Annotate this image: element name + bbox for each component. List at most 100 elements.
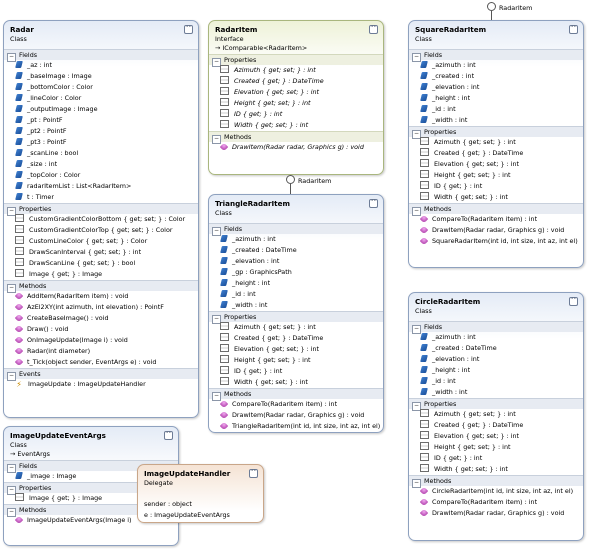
section-toggle-icon[interactable]: −	[7, 464, 16, 473]
field-member[interactable]: _pt3 : PointF	[4, 137, 198, 148]
field-member[interactable]: _pt : PointF	[4, 115, 198, 126]
property-member[interactable]: Azimuth { get; set; } : int	[209, 65, 383, 76]
property-member[interactable]: Azimuth { get; set; } : int	[209, 322, 383, 333]
section-header-fields[interactable]: −Fields	[4, 460, 178, 473]
section-header-properties[interactable]: −Properties	[409, 126, 583, 139]
field-member[interactable]: _bottomColor : Color	[4, 82, 198, 93]
property-member[interactable]: Elevation { get; set; } : int	[409, 431, 583, 442]
section-toggle-icon[interactable]: −	[212, 315, 221, 324]
property-member[interactable]: Created { get; } : DateTime	[209, 333, 383, 344]
collapse-chevron-icon[interactable]: ˄˄	[369, 199, 378, 208]
property-member[interactable]: Created { get; } : DateTime	[409, 420, 583, 431]
field-member[interactable]: _elevation : int	[409, 354, 583, 365]
method-member[interactable]: t_Tick(object sender, EventArgs e) : voi…	[4, 357, 198, 368]
section-header-methods[interactable]: −Methods	[4, 280, 198, 293]
field-member[interactable]: _width : int	[409, 115, 583, 126]
field-member[interactable]: _size : int	[4, 159, 198, 170]
property-member[interactable]: Image { get; } : Image	[4, 269, 198, 280]
property-member[interactable]: CustomLineColor { get; set; } : Color	[4, 236, 198, 247]
property-member[interactable]: ID { get; } : int	[209, 109, 383, 120]
event-member[interactable]: ⚡ImageUpdate : ImageUpdateHandler	[4, 379, 198, 390]
field-member[interactable]: _id : int	[209, 289, 383, 300]
property-member[interactable]: Azimuth { get; set; } : int	[409, 137, 583, 148]
property-member[interactable]: Width { get; set; } : int	[209, 120, 383, 131]
method-member[interactable]: CreateBaseImage() : void	[4, 313, 198, 324]
section-toggle-icon[interactable]: −	[412, 325, 421, 334]
method-member[interactable]: DrawItem(Radar radar, Graphics g) : void	[409, 508, 583, 519]
method-member[interactable]: DrawItem(Radar radar, Graphics g) : void	[209, 410, 383, 421]
collapse-chevron-icon[interactable]: ˄˄	[184, 25, 193, 34]
property-member[interactable]: ID { get; } : int	[409, 453, 583, 464]
field-member[interactable]: _width : int	[209, 300, 383, 311]
section-toggle-icon[interactable]: −	[212, 392, 221, 401]
section-header-methods[interactable]: −Methods	[4, 504, 178, 517]
method-member[interactable]: AzEl2XY(int azimuth, int elevation) : Po…	[4, 302, 198, 313]
method-member[interactable]: Draw() : void	[4, 324, 198, 335]
field-member[interactable]: _created : DateTime	[409, 343, 583, 354]
field-member[interactable]: _lineColor : Color	[4, 93, 198, 104]
section-toggle-icon[interactable]: −	[412, 207, 421, 216]
method-member[interactable]: DrawItem(Radar radar, Graphics g) : void	[409, 225, 583, 236]
property-member[interactable]: Width { get; set; } : int	[209, 377, 383, 388]
field-member[interactable]: _elevation : int	[409, 82, 583, 93]
section-header-methods[interactable]: −Methods	[209, 131, 383, 144]
collapse-chevron-icon[interactable]: ˄˄	[569, 25, 578, 34]
collapse-chevron-icon[interactable]: ˄˄	[164, 431, 173, 440]
field-member[interactable]: _azimuth : int	[409, 332, 583, 343]
method-member[interactable]: Radar(int diameter)	[4, 346, 198, 357]
property-member[interactable]: Height { get; set; } : int	[409, 442, 583, 453]
field-member[interactable]: _height : int	[409, 365, 583, 376]
field-member[interactable]: _elevation : int	[209, 256, 383, 267]
collapse-chevron-icon[interactable]: ˄˄	[249, 469, 258, 478]
property-member[interactable]: Height { get; set; } : int	[209, 355, 383, 366]
section-header-methods[interactable]: −Methods	[409, 475, 583, 488]
section-toggle-icon[interactable]: −	[212, 58, 221, 67]
property-member[interactable]: Elevation { get; set; } : int	[409, 159, 583, 170]
property-member[interactable]: Azimuth { get; set; } : int	[409, 409, 583, 420]
section-toggle-icon[interactable]: −	[7, 508, 16, 517]
property-member[interactable]: Elevation { get; set; } : int	[209, 344, 383, 355]
field-member[interactable]: _created : int	[409, 71, 583, 82]
field-member[interactable]: _azimuth : int	[209, 234, 383, 245]
section-toggle-icon[interactable]: −	[412, 479, 421, 488]
method-member[interactable]: CompareTo(RadarItem item) : int	[409, 497, 583, 508]
section-toggle-icon[interactable]: −	[412, 402, 421, 411]
property-member[interactable]: Height { get; set; } : int	[409, 170, 583, 181]
property-member[interactable]: ID { get; } : int	[409, 181, 583, 192]
section-header-methods[interactable]: −Methods	[209, 388, 383, 401]
section-toggle-icon[interactable]: −	[412, 130, 421, 139]
property-member[interactable]: Created { get; } : DateTime	[209, 76, 383, 87]
section-header-properties[interactable]: −Properties	[4, 203, 198, 216]
section-header-properties[interactable]: −Properties	[209, 311, 383, 324]
field-member[interactable]: _outputImage : Image	[4, 104, 198, 115]
property-member[interactable]: Created { get; } : DateTime	[409, 148, 583, 159]
section-header-fields[interactable]: −Fields	[409, 321, 583, 334]
method-member[interactable]: SquareRadarItem(int id, int size, int az…	[409, 236, 583, 247]
section-header-methods[interactable]: −Methods	[409, 203, 583, 216]
section-toggle-icon[interactable]: −	[7, 207, 16, 216]
property-member[interactable]: Width { get; set; } : int	[409, 192, 583, 203]
field-member[interactable]: _pt2 : PointF	[4, 126, 198, 137]
collapse-chevron-icon[interactable]: ˄˄	[369, 25, 378, 34]
field-member[interactable]: _height : int	[209, 278, 383, 289]
field-member[interactable]: _height : int	[409, 93, 583, 104]
property-member[interactable]: Image { get; } : Image	[4, 493, 178, 504]
field-member[interactable]: _width : int	[409, 387, 583, 398]
method-member[interactable]: DrawItem(Radar radar, Graphics g) : void	[209, 142, 383, 153]
property-member[interactable]: CustomGradientColorTop { get; set; } : C…	[4, 225, 198, 236]
method-member[interactable]: ImageUpdateEventArgs(Image i)	[4, 515, 178, 526]
section-header-fields[interactable]: −Fields	[409, 49, 583, 62]
field-member[interactable]: _id : int	[409, 376, 583, 387]
property-member[interactable]: Width { get; set; } : int	[409, 464, 583, 475]
section-toggle-icon[interactable]: −	[212, 135, 221, 144]
section-header-fields[interactable]: −Fields	[209, 223, 383, 236]
field-member[interactable]: _gp : GraphicsPath	[209, 267, 383, 278]
field-member[interactable]: _az : int	[4, 60, 198, 71]
property-member[interactable]: CustomGradientColorBottom { get; set; } …	[4, 214, 198, 225]
field-member[interactable]: _scanLine : bool	[4, 148, 198, 159]
